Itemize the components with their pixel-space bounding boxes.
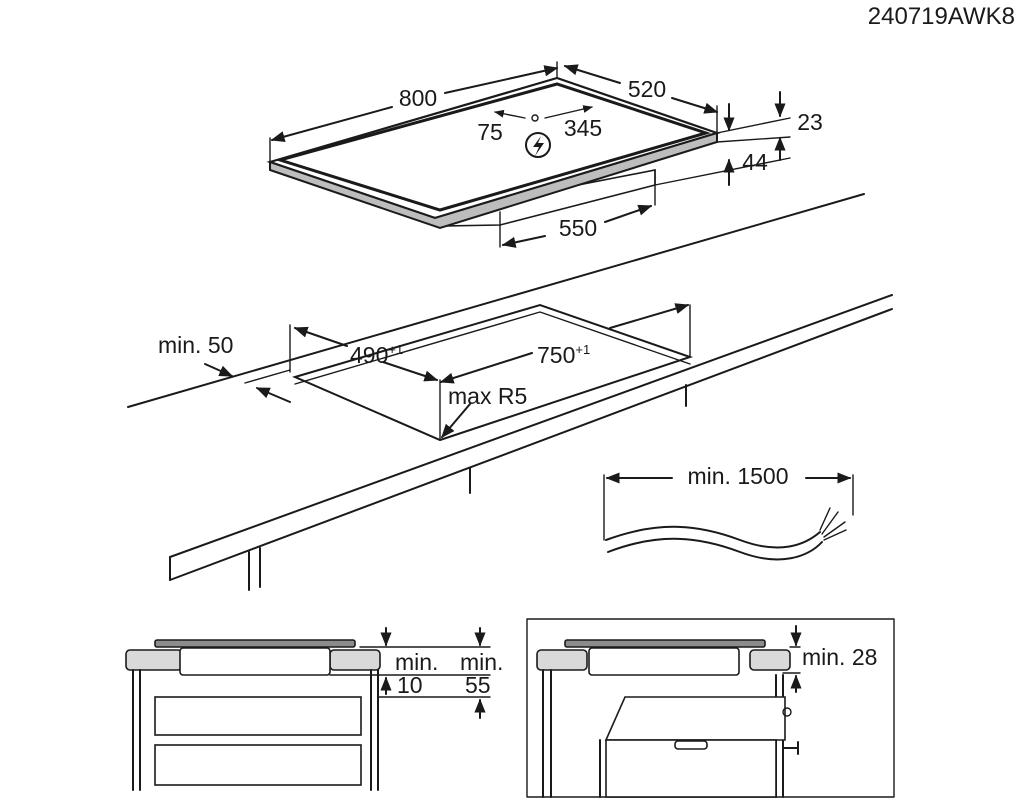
body-height-label: 44 xyxy=(742,149,768,175)
cutout-outline xyxy=(292,303,694,442)
worktop-drawing: 490+1 750+1 max R5 min. 50 xyxy=(127,193,893,591)
oven-gap-label: min. 28 xyxy=(802,644,877,670)
lightning-bolt-icon xyxy=(525,132,551,158)
hob-drawing: 800 520 75 345 23 44 550 xyxy=(266,61,823,248)
min-edge-label: min. 50 xyxy=(158,332,233,358)
gap-label-a: min. xyxy=(395,649,438,675)
oven-installation: min. 28 xyxy=(526,618,895,798)
hob-depth-label: 520 xyxy=(628,76,666,102)
gap-label-b: min. xyxy=(460,649,503,675)
frame-height-label: 23 xyxy=(797,109,823,135)
cutout-width-label: 750+1 xyxy=(537,342,590,368)
document-code: 240719AWK8 xyxy=(868,3,1015,30)
drawer-installation: min. 10 min. 55 xyxy=(125,627,503,791)
gap-value-b: 55 xyxy=(465,672,491,698)
cable-y-label: 345 xyxy=(564,115,602,141)
cable-x-label: 75 xyxy=(477,119,503,145)
cutout-depth-label: 490+1 xyxy=(350,342,403,368)
body-width-label: 550 xyxy=(559,215,597,241)
cable-drawing: min. 1500 xyxy=(603,463,854,561)
hob-width-label: 800 xyxy=(399,85,437,111)
gap-value-a: 10 xyxy=(397,672,423,698)
cutout-radius-label: max R5 xyxy=(448,383,527,409)
cable-length-label: min. 1500 xyxy=(687,463,788,489)
